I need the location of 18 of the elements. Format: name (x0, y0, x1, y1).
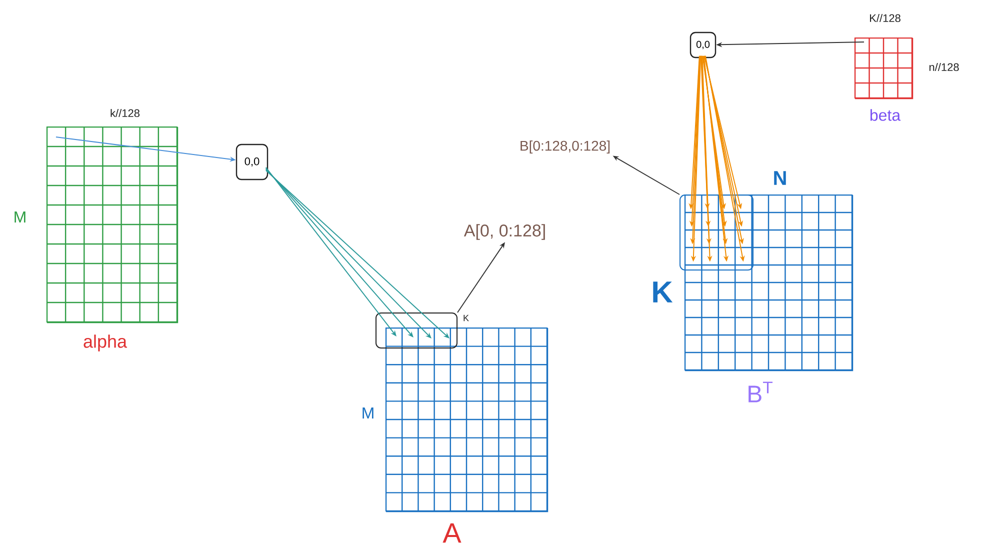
dimension-label: M (14, 212, 26, 222)
matrix-label: B$^{T}$ (748, 382, 773, 402)
dimension-label: K//128 (870, 14, 900, 22)
matrix-label: beta (870, 109, 901, 121)
dimension-label: n//128 (929, 62, 959, 72)
matrix-label: alpha (84, 334, 127, 352)
dimension-label: K (464, 314, 469, 322)
dimension-label: k//128 (110, 108, 140, 118)
slice-label: B[0:128,0:128] (520, 140, 610, 154)
highlight-box (680, 194, 754, 270)
highlight-box (376, 312, 458, 348)
matrix-label: A (442, 523, 462, 543)
dimension-label: N (774, 171, 786, 185)
index-box: 0,0 (236, 144, 268, 180)
slice-label: A[0, 0:128] (464, 224, 545, 240)
index-box: 0,0 (690, 32, 716, 58)
dimension-label: K (653, 282, 673, 302)
dimension-label: M (362, 408, 374, 418)
